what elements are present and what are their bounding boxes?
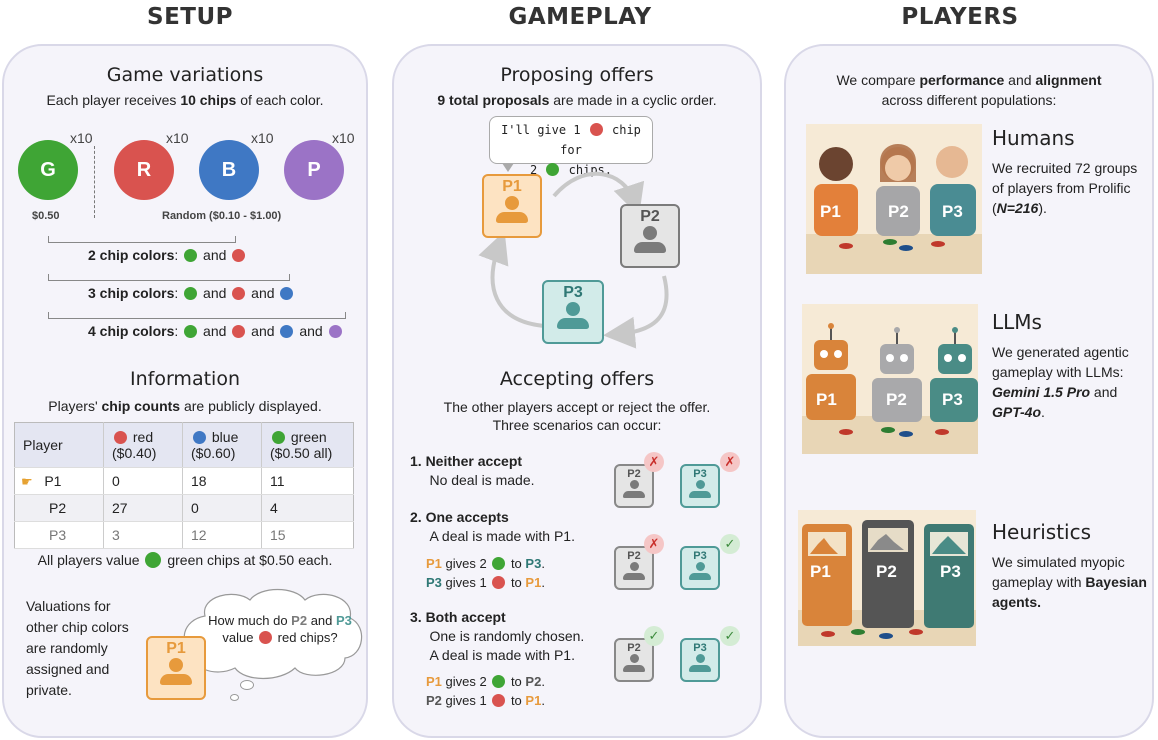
p1-card: P1 (482, 174, 542, 238)
accepting-heading: Accepting offers (499, 368, 655, 390)
reject-icon: ✗ (720, 452, 740, 472)
table-row: P3 3 12 15 (14, 521, 354, 549)
person-icon (160, 658, 192, 685)
thought-text: How much do P2 and P3 value red chips? (208, 613, 352, 645)
bracket-2 (48, 236, 236, 243)
header-red: red($0.40) (103, 422, 183, 468)
valuations-note: Valuations for other chip colors are ran… (26, 598, 129, 698)
variations-subtitle: Each player receives 10 chips of each co… (46, 92, 324, 108)
two-colors-row: 2 chip colors: and (88, 247, 247, 263)
humans-heading: Humans (992, 126, 1075, 150)
purple-chip-count: x10 (332, 130, 355, 146)
variations-heading: Game variations (106, 64, 264, 86)
green-chip-icon (184, 325, 198, 338)
cycle-arrows (478, 171, 669, 349)
scenario-2-trades: P1 gives 2 to P3. P3 gives 1 to P1. (426, 556, 545, 590)
table-row: ☛ P1 0 18 11 (14, 467, 354, 495)
pointing-hand-icon: ☛ (21, 473, 33, 489)
chip-divider (94, 146, 95, 218)
chip-count-table: Player red($0.40) blue($0.60) green($0.5… (14, 422, 354, 549)
red-chip-icon (232, 249, 246, 262)
llms-heading: LLMs (992, 310, 1042, 334)
accept-icon: ✓ (720, 626, 740, 646)
proposing-subtitle: 9 total proposals are made in a cyclic o… (437, 92, 717, 108)
red-chip-count: x10 (166, 130, 189, 146)
scenario-1: 1. Neither accept No deal is made. (410, 453, 535, 488)
blue-chip: B (199, 140, 259, 200)
humans-desc: We recruited 72 groups of players from P… (992, 160, 1138, 216)
llms-illustration: P1 P2 P3 (802, 304, 978, 454)
gameplay-title: GAMEPLAY (508, 4, 652, 30)
p3-card: P3 (542, 280, 604, 344)
accept-icon: ✓ (720, 534, 740, 554)
accepting-subtitle: The other players accept or reject the o… (443, 399, 711, 433)
green-chip-count: x10 (70, 130, 93, 146)
offer-bubble: I'll give 1 chip for 2 chips. (489, 116, 653, 177)
gameplay-panel: Proposing offers 9 total proposals are m… (392, 44, 762, 738)
green-chip-icon (145, 552, 162, 568)
scenario-3-trades: P1 gives 2 to P2. P2 gives 1 to P1. (426, 674, 545, 708)
thought-dot (230, 694, 239, 701)
green-chip-icon (184, 249, 198, 262)
blue-chip-icon (280, 287, 294, 300)
random-price: Random ($0.10 - $1.00) (162, 210, 282, 222)
scenario-2: 2. One accepts A deal is made with P1. (410, 509, 575, 544)
scenario-3: 3. Both accept One is randomly chosen. A… (410, 609, 585, 663)
players-title: PLAYERS (901, 4, 1019, 30)
p2-small-card: P2 (614, 546, 654, 590)
info-heading: Information (130, 368, 240, 390)
setup-panel: Game variations Each player receives 10 … (2, 44, 368, 738)
red-chip-icon (232, 325, 246, 338)
heuristics-illustration: P1 P2 P3 (798, 510, 976, 646)
bracket-4 (48, 312, 346, 319)
header-player: Player (14, 422, 104, 468)
thought-dot (240, 680, 254, 690)
llms-desc: We generated agentic gameplay with LLMs:… (992, 344, 1129, 420)
three-colors-row: 3 chip colors: and and (88, 285, 295, 301)
purple-chip-icon (328, 325, 342, 338)
blue-chip-count: x10 (251, 130, 274, 146)
blue-chip-icon (280, 325, 294, 338)
heuristics-heading: Heuristics (992, 520, 1092, 544)
p1-card: P1 (146, 636, 206, 700)
p2-small-card: P2 (614, 464, 654, 508)
reject-icon: ✗ (644, 452, 664, 472)
accept-icon: ✓ (644, 626, 664, 646)
bracket-3 (48, 274, 290, 281)
red-chip: R (114, 140, 174, 200)
table-row: P2 27 0 4 (14, 494, 354, 522)
heuristics-desc: We simulated myopic gameplay with Bayesi… (992, 554, 1147, 610)
info-subtitle: Players' chip counts are publicly displa… (48, 398, 322, 414)
four-colors-row: 4 chip colors: and and and (88, 323, 344, 339)
p2-small-card: P2 (614, 638, 654, 682)
reject-icon: ✗ (644, 534, 664, 554)
p2-card: P2 (620, 204, 680, 268)
proposing-heading: Proposing offers (500, 64, 654, 86)
header-blue: blue($0.60) (182, 422, 262, 468)
header-green: green($0.50 all) (261, 422, 354, 468)
p3-small-card: P3 (680, 546, 720, 590)
p3-small-card: P3 (680, 464, 720, 508)
red-chip-icon (232, 287, 246, 300)
green-chip-icon (184, 287, 198, 300)
humans-illustration: P1 P2 P3 (806, 124, 982, 274)
green-value-note: All players value green chips at $0.50 e… (37, 552, 333, 568)
setup-title: SETUP (147, 4, 233, 30)
purple-chip: P (284, 140, 344, 200)
green-price: $0.50 (32, 210, 60, 222)
bubble-tail (502, 163, 514, 172)
p3-small-card: P3 (680, 638, 720, 682)
green-chip: G (18, 140, 78, 200)
